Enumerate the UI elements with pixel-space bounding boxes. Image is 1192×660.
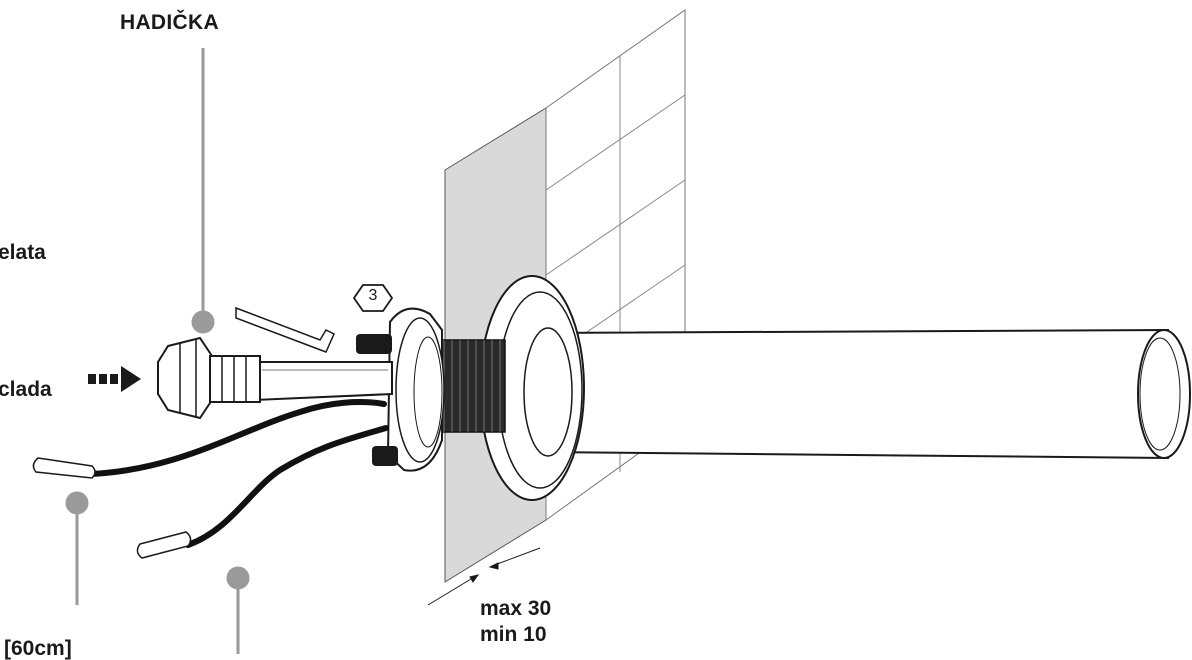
back-flange bbox=[356, 307, 445, 472]
wall bbox=[444, 9, 686, 583]
hexagon-step-badge bbox=[352, 284, 394, 312]
step-number: 3 bbox=[368, 287, 378, 304]
sensor-probe-upper bbox=[32, 457, 96, 479]
label-elata: elata bbox=[0, 241, 46, 264]
tube-end-cap bbox=[1137, 329, 1191, 459]
hex-key-icon bbox=[235, 306, 335, 353]
heater-tube bbox=[539, 328, 1191, 460]
front-flange bbox=[479, 275, 585, 501]
cable-upper bbox=[87, 399, 387, 477]
sensor-pipe bbox=[254, 361, 393, 402]
cables bbox=[87, 399, 389, 548]
label-clada: clada bbox=[0, 378, 52, 401]
cable-lower bbox=[185, 425, 389, 548]
dashed-arrow-right-icon bbox=[88, 366, 141, 392]
cable-ends bbox=[32, 457, 192, 559]
label-min-dimension: min 10 bbox=[480, 623, 547, 646]
dimension-arrows bbox=[427, 547, 541, 606]
sensor-probe-lower bbox=[136, 531, 192, 559]
tube-body bbox=[539, 328, 1169, 460]
hose-fitting bbox=[157, 336, 261, 420]
leader-lines bbox=[65, 48, 250, 654]
label-max-dimension: max 30 bbox=[480, 597, 552, 620]
label-hadicka: HADIČKA bbox=[120, 11, 219, 34]
bolts bbox=[356, 334, 398, 466]
label-cable-length: [60cm] bbox=[4, 637, 72, 660]
